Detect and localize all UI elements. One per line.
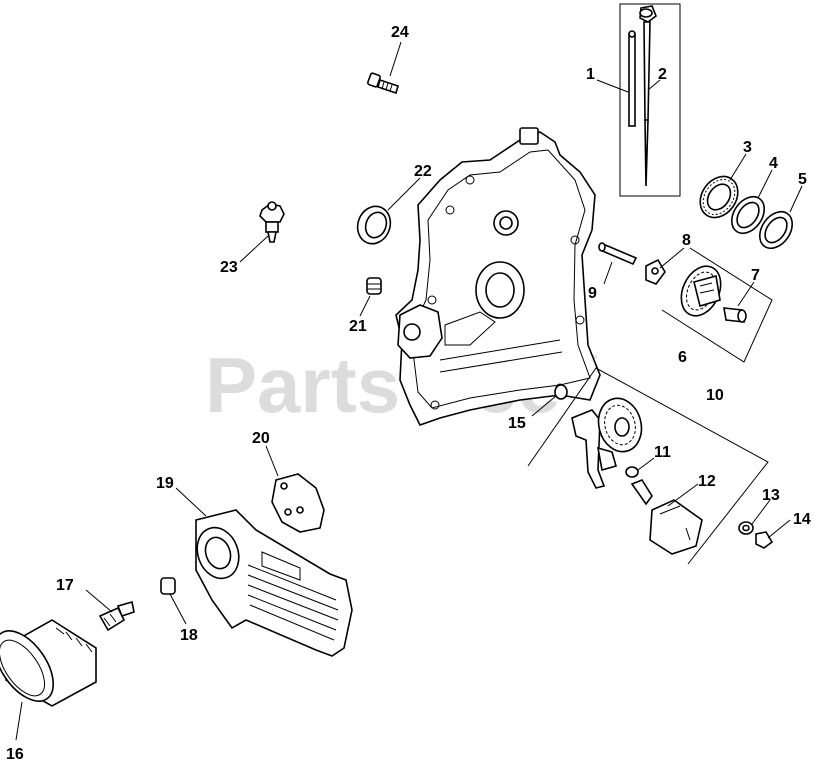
callout-24: 24 [391,24,409,41]
callout-16: 16 [6,746,24,763]
leader-lines [15,41,803,741]
part-12-relief-valve[interactable] [630,479,703,555]
part-22-oil-seal[interactable] [352,202,395,249]
callout-3: 3 [743,139,752,156]
part-1-2-dipstick-assembly[interactable] [619,3,681,197]
callout-9: 9 [588,285,597,302]
part-24-bolt[interactable] [367,72,399,95]
part-19-oil-cooler[interactable] [190,509,353,657]
callout-8: 8 [682,232,691,249]
callout-15: 15 [508,415,526,432]
part-21-pin[interactable] [366,277,382,295]
callout-7: 7 [751,267,760,284]
part-5-washer[interactable] [753,206,799,255]
callout-10: 10 [706,387,724,404]
part-18-dowel[interactable] [160,577,176,595]
part-7-pin[interactable] [723,307,747,323]
part-11-o-ring[interactable] [625,466,639,478]
callout-13: 13 [762,487,780,504]
callout-21: 21 [349,318,367,335]
callout-12: 12 [698,473,716,490]
callout-4: 4 [769,155,778,172]
part-14-screw[interactable] [755,531,774,549]
part-10-oil-pump-assembly[interactable] [527,367,769,565]
part-20-gasket[interactable] [271,473,325,533]
callout-5: 5 [798,171,807,188]
part-3-seal[interactable] [692,169,745,225]
callout-2: 2 [658,66,667,83]
part-6-governor-assembly[interactable] [661,247,773,363]
part-4-shim[interactable] [725,191,771,240]
part-23-sensor[interactable] [259,201,285,243]
callout-11: 11 [654,444,671,461]
callout-20: 20 [252,430,270,447]
part-17-nipple[interactable] [98,600,135,632]
callout-18: 18 [180,627,198,644]
part-8-spacer[interactable] [645,258,666,285]
callout-22: 22 [414,163,432,180]
callout-14: 14 [793,511,811,528]
callout-6: 6 [678,349,687,366]
callout-1: 1 [586,66,595,83]
closure-plate[interactable] [395,127,601,426]
callout-labels: 24 1 2 3 4 5 22 23 8 9 7 21 6 10 15 11 1… [6,24,811,763]
callout-19: 19 [156,475,174,492]
part-9-shaft[interactable] [598,242,638,266]
part-15-o-ring[interactable] [554,384,568,400]
callout-23: 23 [220,259,238,276]
part-16-oil-filter[interactable] [0,619,97,711]
part-13-washer[interactable] [738,521,754,535]
callout-17: 17 [56,577,74,594]
